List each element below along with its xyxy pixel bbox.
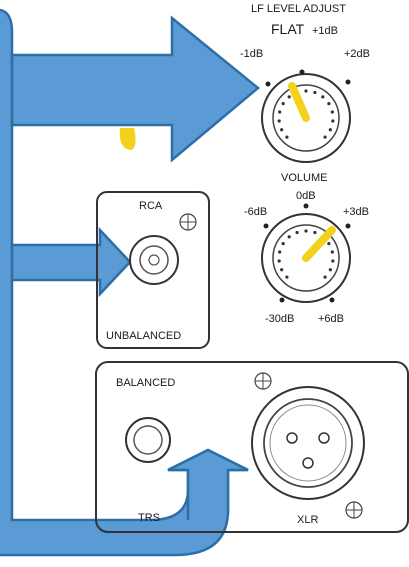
- knob-scale-dot: [287, 95, 291, 99]
- knob-scale-dot: [285, 135, 289, 139]
- knob-scale-dot: [281, 242, 285, 246]
- trs-arrow-head: [167, 448, 249, 520]
- knob-scale-dot: [328, 268, 332, 272]
- knob-scale-dot: [280, 268, 284, 272]
- knob-scale-dot: [287, 235, 291, 239]
- volume-mark-plus6: +6dB: [318, 313, 344, 325]
- screw-icon: [345, 501, 363, 519]
- knob-scale-dot: [280, 128, 284, 132]
- knob-scale-dot: [331, 119, 335, 123]
- knob-scale-dots: [277, 89, 335, 139]
- volume-mark-minus6: -6dB: [244, 206, 268, 218]
- lf-level-knob[interactable]: [261, 69, 351, 163]
- knob-scale-dot: [295, 230, 299, 235]
- yellow-mark: [119, 128, 136, 150]
- lf-level-title: LF LEVEL ADJUST: [251, 3, 346, 15]
- knob-scale-dot: [278, 110, 282, 114]
- knob-scale-dot: [323, 275, 327, 279]
- knob-scale-dot: [277, 259, 281, 263]
- balanced-label: BALANCED: [116, 377, 176, 389]
- balanced-panel: [95, 361, 409, 533]
- rca-arrow: [10, 226, 132, 298]
- lf-mark-minus1: -1dB: [240, 48, 264, 60]
- knob-scale-dot: [313, 230, 317, 235]
- xlr-label: XLR: [297, 514, 319, 526]
- knob-scale-dot: [327, 102, 331, 106]
- xlr-connector: [251, 386, 365, 500]
- volume-mark-minus30: -30dB: [265, 313, 295, 325]
- rca-label: RCA: [139, 200, 163, 212]
- knob-scale-dot: [313, 90, 317, 95]
- screw-icon: [254, 372, 272, 390]
- knob-scale-dot: [277, 119, 281, 123]
- knob-scale-dot: [278, 250, 282, 254]
- volume-mark-plus3: +3dB: [343, 206, 369, 218]
- rca-panel: [96, 191, 210, 349]
- volume-title: VOLUME: [281, 172, 328, 184]
- knob-scale-dot: [327, 242, 331, 246]
- knob-indicator: [288, 82, 310, 122]
- trs-label: TRS: [138, 512, 160, 524]
- volume-mark-0db: 0dB: [296, 190, 316, 202]
- volume-knob[interactable]: [261, 203, 351, 303]
- knob-scale-dot: [323, 135, 327, 139]
- knob-scale-dot: [321, 95, 325, 99]
- knob-scale-dot: [328, 128, 332, 132]
- screw-icon: [179, 213, 197, 231]
- knob-scale-dot: [331, 259, 335, 263]
- knob-scale-dot: [330, 110, 334, 114]
- lf-arrow: [10, 15, 260, 163]
- lf-flat-label: FLAT: [271, 21, 305, 37]
- lf-mark-plus2: +2dB: [344, 48, 370, 60]
- knob-scale-dot: [281, 102, 285, 106]
- knob-indicator: [302, 226, 336, 262]
- unbalanced-label: UNBALANCED: [106, 330, 182, 342]
- knob-scale-dot: [285, 275, 289, 279]
- lf-mark-plus1: +1dB: [312, 25, 338, 37]
- knob-scale-dot: [330, 250, 334, 254]
- knob-scale-dot: [304, 89, 308, 93]
- knob-scale-dot: [304, 229, 308, 233]
